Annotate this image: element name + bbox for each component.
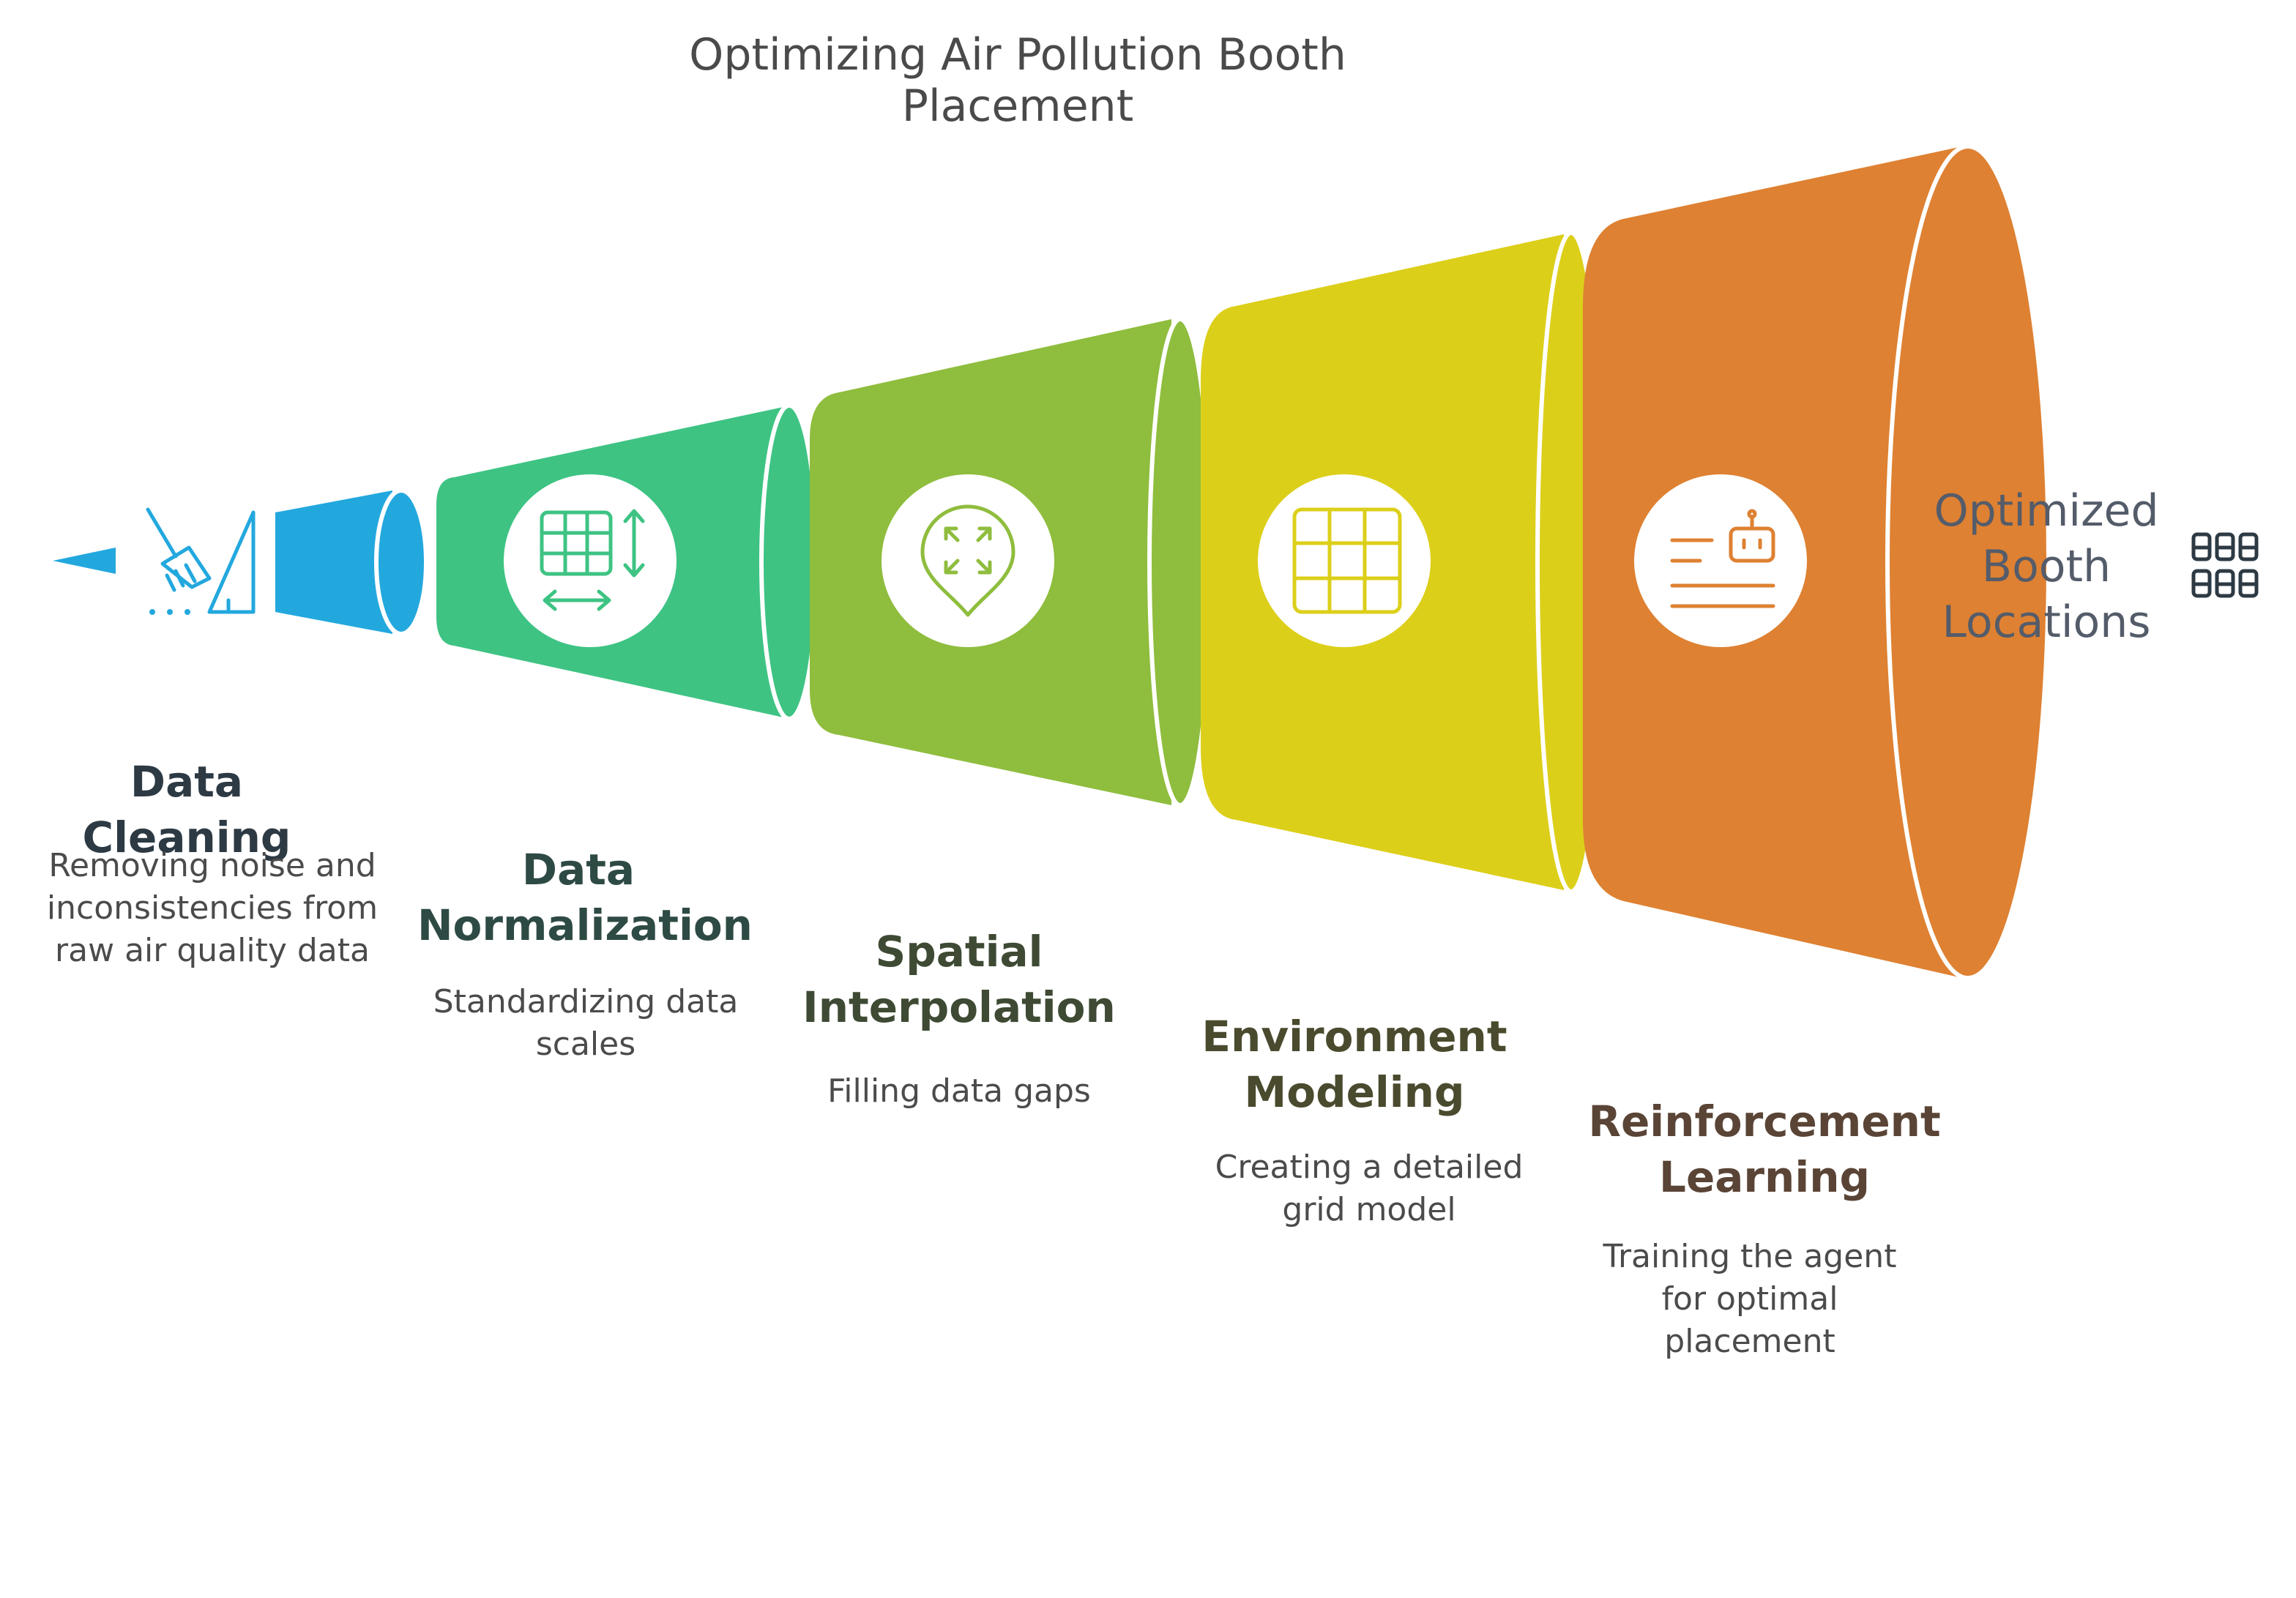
step-desc-line: inconsistencies from (46, 889, 379, 927)
table-resize-icon (540, 509, 645, 611)
step-title-line: Data (521, 845, 636, 895)
step-title-line: Interpolation (802, 982, 1116, 1032)
segment-data-cleaning (275, 488, 428, 636)
step-desc-line: Creating a detailed (1215, 1149, 1524, 1186)
robot-text-icon (1670, 509, 1775, 608)
step-title-line: Modeling (1244, 1067, 1465, 1117)
segment-data-normalization (436, 403, 819, 721)
step-title-line: Learning (1658, 1152, 1871, 1202)
outcome-label: Optimized Booth Locations (1911, 483, 2182, 650)
step-title-environment-modeling: Environment Modeling (1186, 1009, 1523, 1120)
dust-dots-icon (149, 609, 190, 615)
step-desc-line: for optimal (1661, 1280, 1838, 1318)
step-title-line: Spatial (875, 927, 1043, 977)
step-desc-data-normalization: Standardizing data scales (425, 981, 747, 1066)
map-pin-expand-icon (920, 504, 1015, 617)
step-title-line: Environment (1201, 1012, 1507, 1061)
step-desc-line: scales (535, 1026, 636, 1063)
step-desc-spatial-interpolation: Filling data gaps (827, 1072, 1091, 1110)
step-desc-reinforcement-learning: Training the agent for optimal placement (1574, 1236, 1926, 1363)
step-desc-line: Training the agent (1603, 1238, 1897, 1275)
outcome-label-line: Booth (1981, 541, 2112, 592)
step-title-data-cleaning: Data Cleaning (82, 757, 291, 862)
step-title-spatial-interpolation: Spatial Interpolation (798, 924, 1120, 1035)
step-desc-line: Standardizing data (433, 983, 739, 1020)
step-title-data-normalization: Data Normalization (417, 842, 753, 953)
step-desc-line: raw air quality data (55, 932, 370, 969)
segment-reinforcement-learning (1583, 144, 2051, 980)
step-desc-line: grid model (1282, 1191, 1456, 1228)
segment-environment-modeling (1201, 231, 1607, 894)
step-desc-environment-modeling: Creating a detailed grid model (1201, 1146, 1538, 1231)
booth-grid-icon (2191, 532, 2259, 598)
page-title: Optimizing Air Pollution Booth Placement (689, 29, 1346, 132)
step-title-line: Reinforcement (1588, 1097, 1941, 1146)
step-desc-line: placement (1664, 1323, 1835, 1360)
step-desc-data-cleaning: Removing noise and inconsistencies from … (29, 845, 395, 972)
step-title-line: Normalization (417, 900, 753, 950)
step-desc-line: Removing noise and (48, 847, 376, 884)
outcome-label-line: Locations (1942, 597, 2151, 648)
grid-icon (1292, 507, 1402, 614)
broom-triangle-icon (146, 507, 256, 614)
outcome-label-line: Optimized (1934, 485, 2159, 537)
input-arrow-icon (53, 548, 116, 574)
step-title-reinforcement-learning: Reinforcement Learning (1581, 1094, 1947, 1205)
